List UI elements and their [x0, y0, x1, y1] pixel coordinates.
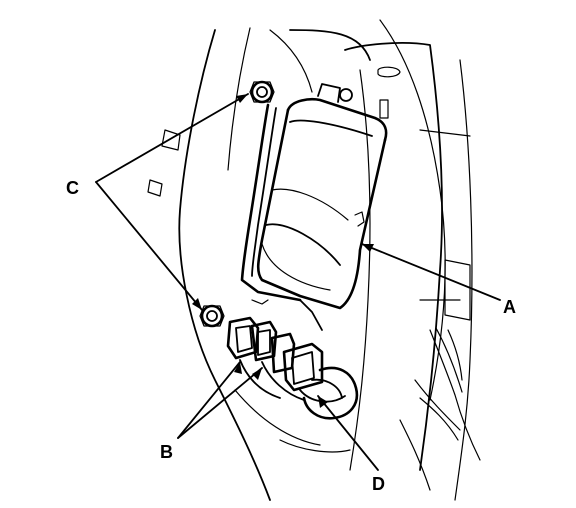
nut-upper: [249, 80, 275, 104]
callout-label-a: A: [503, 297, 516, 317]
connector-group: [226, 299, 359, 420]
body-panel: [147, 19, 481, 501]
callout-label-d: D: [372, 474, 385, 494]
callout-label-c: C: [66, 178, 79, 198]
control-unit: [256, 83, 388, 310]
mounting-bracket: [240, 103, 323, 331]
leader-lines: [95, 93, 501, 471]
callout-label-b: B: [160, 442, 173, 462]
nut-lower: [199, 304, 225, 328]
